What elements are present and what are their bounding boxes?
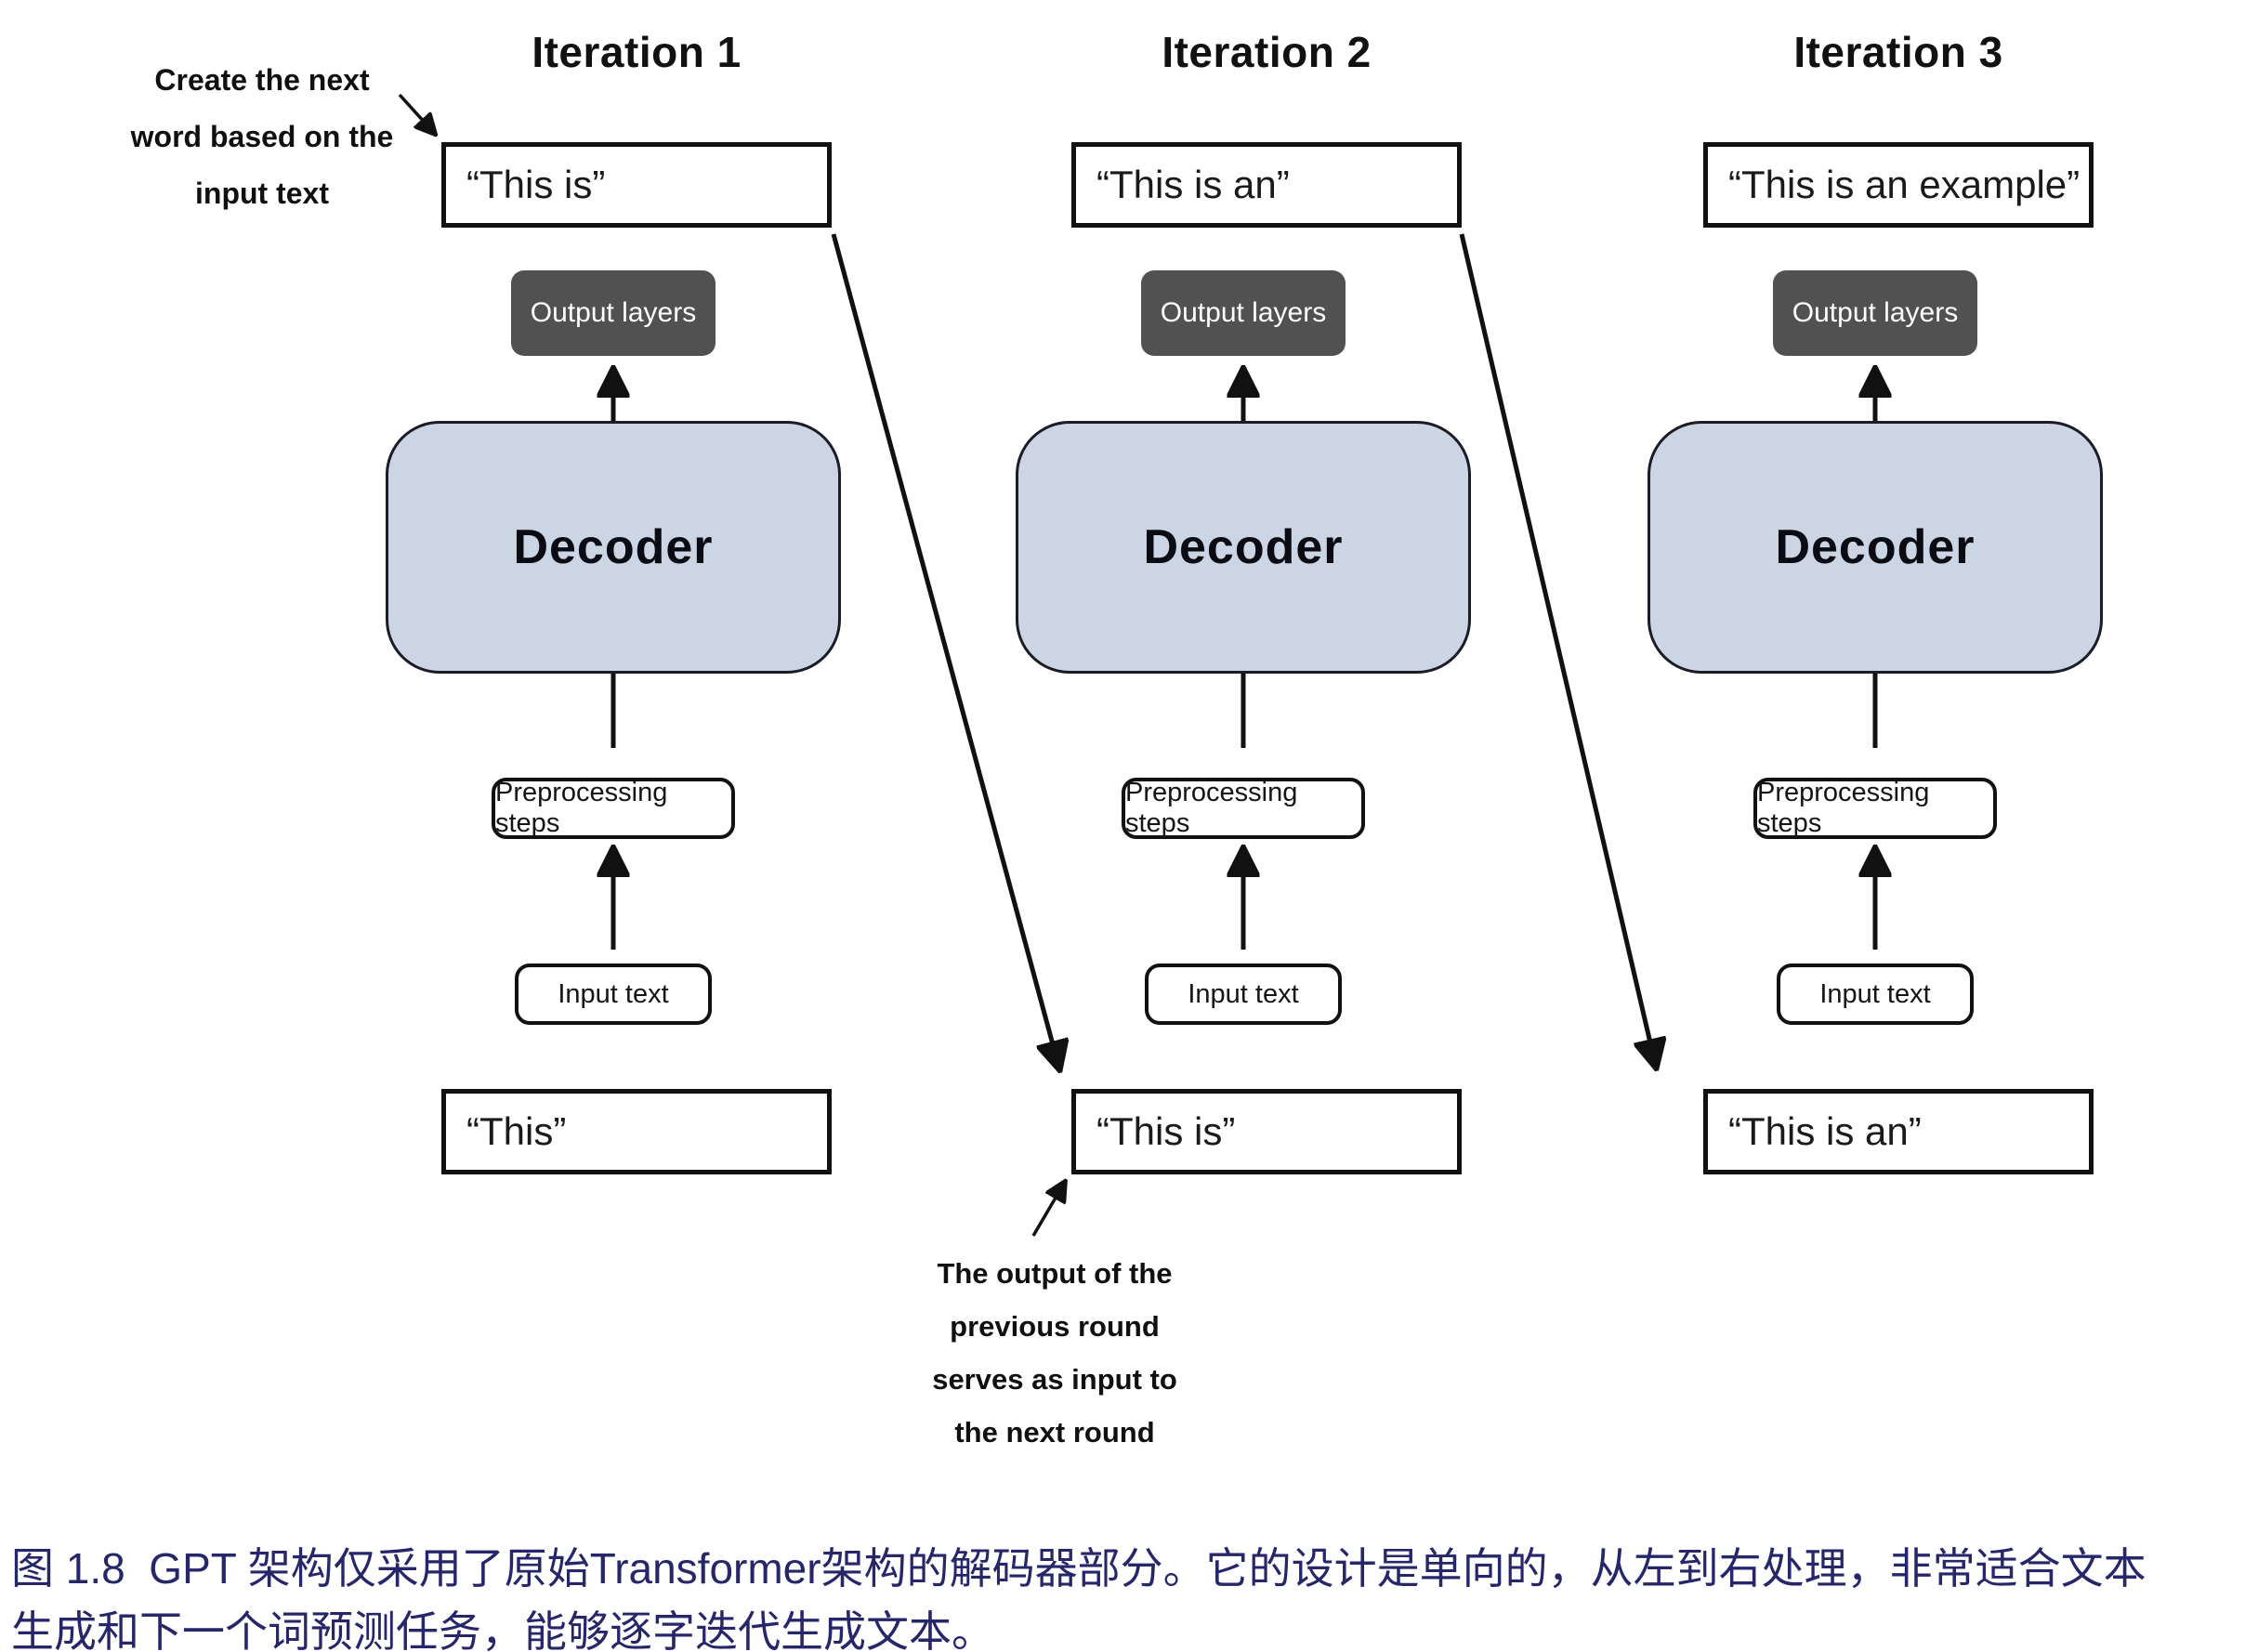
- iteration-1-input-text-box: “This”: [441, 1089, 832, 1174]
- iteration-3-preprocessing-box: Preprocessing steps: [1753, 778, 1997, 839]
- iteration-3-decoder-box: Decoder: [1648, 421, 2103, 674]
- iteration-3-output-layers-box: Output layers: [1773, 270, 1977, 356]
- iteration-3-output-text-box: “This is an example”: [1703, 142, 2094, 228]
- iteration-2-input-label-box: Input text: [1145, 964, 1342, 1025]
- iteration-1-title: Iteration 1: [532, 28, 742, 76]
- iteration-2-decoder-box: Decoder: [1016, 421, 1471, 674]
- iteration-3-title: Iteration 3: [1793, 28, 2003, 76]
- iteration-2-output-layers-box: Output layers: [1141, 270, 1346, 356]
- arrow-output2-to-input3: [1459, 233, 1656, 1067]
- annotation-create-next-word: Create the next word based on the input …: [130, 63, 394, 210]
- iteration-1-output-layers-box: Output layers: [511, 270, 715, 356]
- figure-caption-line1: 图 1.8 GPT 架构仅采用了原始Transformer架构的解码器部分。它的…: [11, 1544, 2146, 1593]
- iteration-1-decoder-box: Decoder: [386, 421, 841, 674]
- iteration-2-title: Iteration 2: [1162, 28, 1372, 76]
- arrow-annotation-previous-round: [1031, 1182, 1065, 1237]
- iteration-2-preprocessing-box: Preprocessing steps: [1122, 778, 1365, 839]
- iteration-1-output-text-box: “This is”: [441, 142, 832, 228]
- annotation-output-previous-round: The output of the previous round serves …: [932, 1257, 1177, 1449]
- iteration-1-preprocessing-box: Preprocessing steps: [492, 778, 735, 839]
- iteration-1-input-label-box: Input text: [515, 964, 712, 1025]
- iteration-2-output-text-box: “This is an”: [1071, 142, 1462, 228]
- iteration-3-input-label-box: Input text: [1777, 964, 1974, 1025]
- iteration-2-input-text-box: “This is”: [1071, 1089, 1462, 1174]
- iteration-3-input-text-box: “This is an”: [1703, 1089, 2094, 1174]
- figure-caption-line2: 生成和下一个词预测任务，能够逐字迭代生成文本。: [11, 1607, 994, 1652]
